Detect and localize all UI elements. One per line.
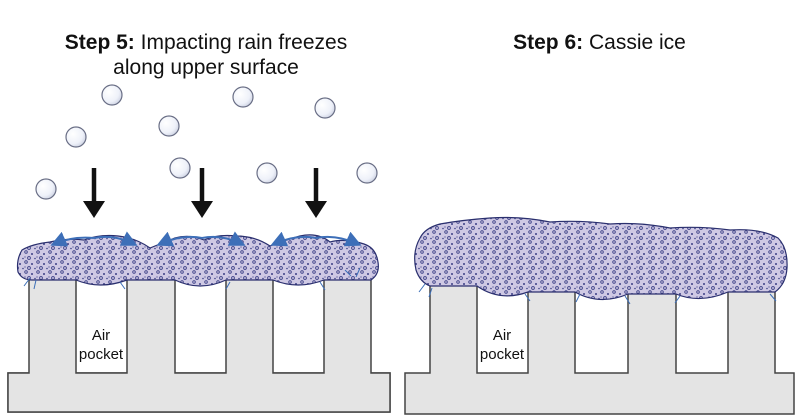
step-6-title-line1: Cassie ice <box>588 31 686 54</box>
raindrop-icon <box>101 84 123 106</box>
down-arrow-icon <box>83 168 105 218</box>
air-pocket-label-left-line1: Air <box>92 327 110 344</box>
raindrop-icon <box>35 178 57 200</box>
step-5-title-line1: Impacting rain freezes <box>140 31 348 54</box>
raindrop-icon <box>314 97 336 119</box>
air-pocket-label-left-line2: pocket <box>79 346 124 363</box>
down-arrow-icon <box>191 168 213 218</box>
step-5-title-line2: along upper surface <box>113 56 299 79</box>
spread-arrows <box>50 231 362 247</box>
impact-arrows <box>83 168 327 218</box>
substrate-pillars-left <box>7 271 391 413</box>
step-5-title: Step 5: Impacting rain freezes along upp… <box>0 30 412 80</box>
raindrop-icon <box>256 162 278 184</box>
raindrop-icon <box>356 162 378 184</box>
air-pocket-label-right-line1: Air <box>493 327 511 344</box>
cassie-ice-layer <box>414 216 788 301</box>
step-6-label: Step 6: <box>513 31 584 54</box>
step-6-title: Step 6: Cassie ice <box>400 30 799 55</box>
raindrops-group <box>35 84 378 200</box>
raindrop-icon <box>169 157 191 179</box>
ice-layer-left <box>16 234 379 287</box>
down-arrow-icon <box>305 168 327 218</box>
ice-tendrils-left <box>23 267 361 291</box>
ice-tendrils-right <box>418 283 777 305</box>
step-5-label: Step 5: <box>64 31 135 54</box>
raindrop-icon <box>65 126 87 148</box>
raindrop-icon <box>158 115 180 137</box>
raindrop-icon <box>232 86 254 108</box>
step-5-panel: Air pocket <box>7 84 391 413</box>
step-6-panel: Air pocket <box>404 216 795 415</box>
air-pocket-label-right-line2: pocket <box>480 346 525 363</box>
